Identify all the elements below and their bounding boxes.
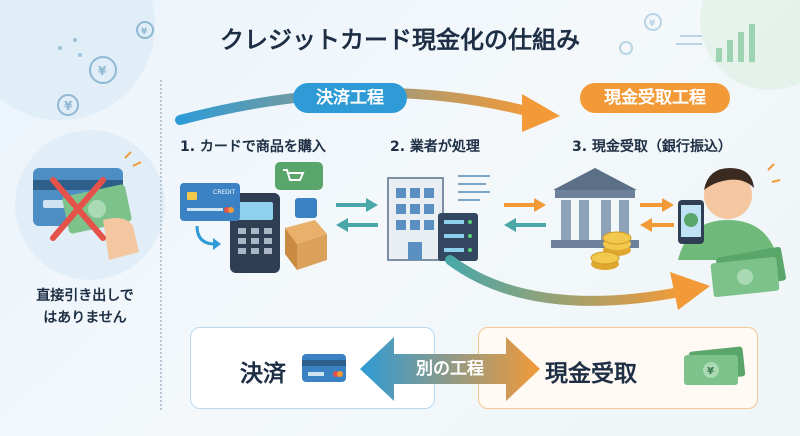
svg-text:¥: ¥ xyxy=(98,64,107,78)
note-line-1: 直接引き出しで xyxy=(36,288,134,304)
divider xyxy=(160,80,162,410)
step-2-label: 2. 業者が処理 xyxy=(390,139,480,155)
bank-icon xyxy=(553,168,637,190)
bank-illustration xyxy=(551,168,639,270)
yen-coin-icon xyxy=(57,21,154,116)
cash-label: 現金受取 xyxy=(545,361,637,387)
note-line-2: はありません xyxy=(43,310,127,326)
credit-card-icon xyxy=(302,354,346,382)
cash-process-label: 現金受取工程 xyxy=(580,83,730,113)
payment-label: 決済 xyxy=(240,361,286,387)
payment-process-label: 決済工程 xyxy=(293,83,407,113)
step-3-label: 3. 現金受取（銀行振込） xyxy=(572,139,732,155)
exchange-arrows-2 xyxy=(504,198,546,232)
no-withdrawal-icon xyxy=(33,151,142,260)
flow-arrow-bottom xyxy=(445,255,710,310)
yen-coin-stack-icon xyxy=(590,231,632,270)
yen-banknote-icon xyxy=(710,247,786,298)
card-purchase-illustration: CREDIT xyxy=(180,162,327,273)
step-1-label: 1. カードで商品を購入 xyxy=(180,139,326,155)
exchange-arrows-3 xyxy=(640,198,674,232)
bar-chart-decor-icon xyxy=(716,24,755,62)
svg-text:¥: ¥ xyxy=(141,27,148,37)
exchange-arrows-1 xyxy=(336,198,378,232)
page-title: クレジットカード現金化の仕組み xyxy=(220,26,580,54)
person-with-phone-illustration xyxy=(678,163,786,298)
processor-illustration xyxy=(387,175,490,261)
svg-text:¥: ¥ xyxy=(707,366,714,377)
yen-banknote-icon: ¥ xyxy=(684,346,746,385)
svg-text:¥: ¥ xyxy=(649,19,656,29)
card-text: CREDIT xyxy=(213,189,236,196)
svg-text:¥: ¥ xyxy=(64,99,73,113)
separate-process-arrow xyxy=(360,337,540,401)
separate-process-label: 別の工程 xyxy=(416,359,484,379)
